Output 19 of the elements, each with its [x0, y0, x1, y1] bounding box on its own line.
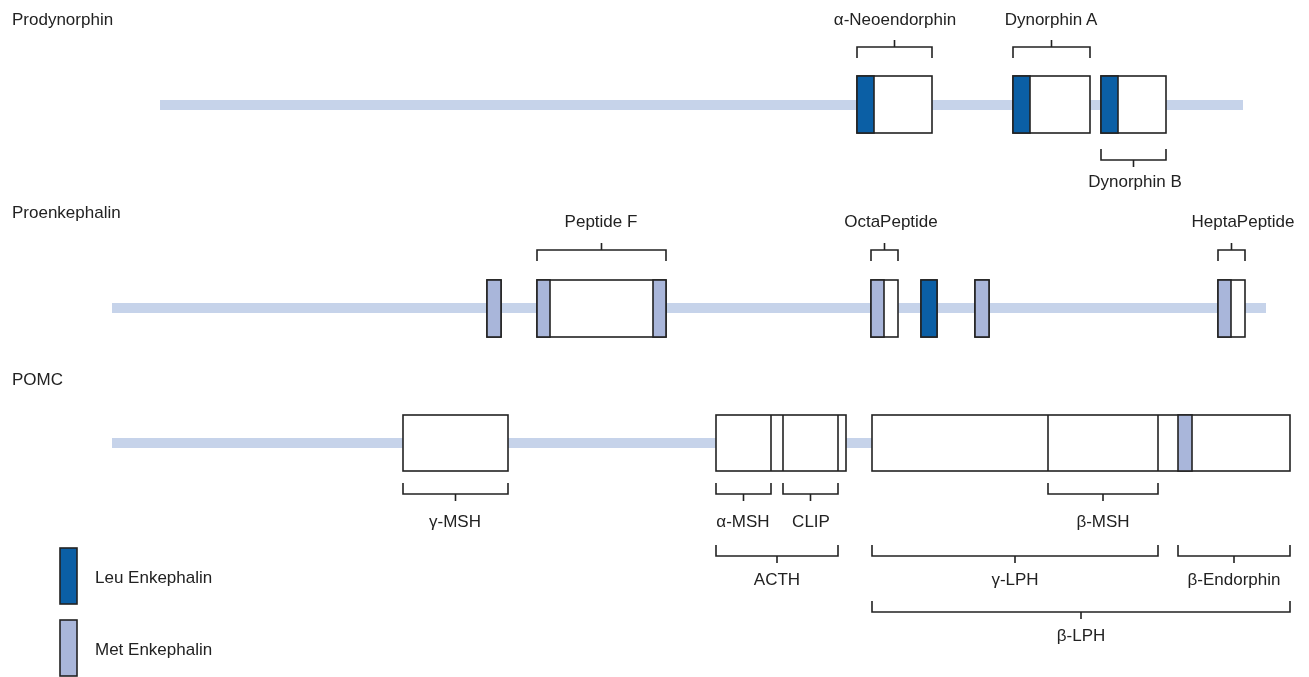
peptide-label: OctaPeptide [844, 212, 938, 232]
peptide-label: β-MSH [1076, 512, 1130, 532]
peptide-label: Dynorphin A [1004, 10, 1098, 30]
peptide-label: β-LPH [1056, 626, 1106, 646]
peptide-label: Peptide F [564, 212, 638, 232]
precursor-name: Prodynorphin [12, 10, 114, 30]
peptide-label: HeptaPeptide [1191, 212, 1295, 232]
peptide-label: β-Endorphin [1187, 570, 1281, 590]
peptide-label: CLIP [792, 512, 830, 532]
peptide-label: α-Neoendorphin [833, 10, 957, 30]
precursor-name: Proenkephalin [12, 203, 121, 223]
peptide-label: Dynorphin B [1088, 172, 1182, 192]
legend-text: Met Enkephalin [95, 640, 213, 660]
peptide-label: ACTH [753, 570, 801, 590]
peptide-label: γ-MSH [429, 512, 481, 532]
legend-text: Leu Enkephalin [95, 568, 213, 588]
peptide-label: α-MSH [716, 512, 770, 532]
peptide-label: γ-LPH [991, 570, 1039, 590]
precursor-name: POMC [12, 370, 63, 390]
